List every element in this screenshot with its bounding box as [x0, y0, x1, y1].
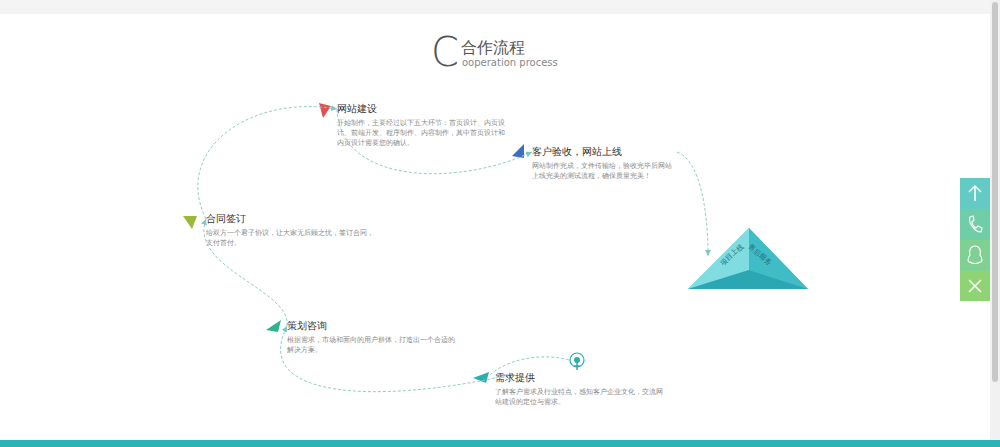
step-title: 合同签订	[206, 212, 378, 225]
pyramid-label: 项目上线	[718, 242, 745, 268]
subtitle: ooperation process	[462, 57, 558, 69]
touch-icon	[574, 360, 580, 370]
flag	[473, 372, 489, 383]
dashed-connector	[281, 326, 495, 392]
step-description: 根据需求，市场和面向的用户群体，打造出一个合适的解决方案。	[287, 335, 457, 355]
title-initial: C	[431, 30, 459, 74]
side-button	[960, 178, 990, 209]
step-node: 网站建设开始制作，主要经过以下五大环节：首页设计、内页设计、前端开发、程序制作、…	[337, 102, 505, 148]
pyramid-node: 项目上线售后服务	[688, 228, 808, 290]
bottom-bar	[0, 440, 1000, 447]
flag	[266, 320, 281, 332]
dashed-connector	[198, 107, 337, 219]
side-button	[960, 271, 990, 301]
title: 合作流程	[461, 38, 525, 58]
step-description: 网站制作完成，文件传输给，验收完毕后网站上线完美的测试流程，确保质量完美！	[532, 161, 677, 181]
flag	[183, 216, 197, 229]
step-title: 客户验收，网站上线	[532, 145, 677, 158]
scrollbar	[990, 0, 1000, 440]
dashed-connector	[337, 109, 532, 174]
step-node: 客户验收，网站上线网站制作完成，文件传输给，验收完毕后网站上线完美的测试流程，确…	[532, 145, 677, 181]
step-description: 给双方一个君子协议，让大家无后顾之忧，签订合同，支付首付。	[206, 228, 378, 248]
step-title: 网站建设	[337, 102, 505, 115]
phone-icon	[970, 216, 982, 232]
step-title: 策划咨询	[287, 319, 457, 332]
qq-icon	[968, 246, 982, 264]
up-icon	[969, 186, 981, 201]
pyramid-face	[688, 270, 808, 289]
top-strip	[0, 0, 1000, 14]
step-node: 需求提供了解客户需求及行业特点，感知客户企业文化，交流网站建设的定位与需求。	[495, 371, 663, 407]
side-button	[960, 240, 990, 271]
pyramid	[688, 228, 808, 289]
scroll-thumb	[992, 2, 998, 382]
step-description: 了解客户需求及行业特点，感知客户企业文化，交流网站建设的定位与需求。	[495, 387, 663, 407]
step-node: 策划咨询根据需求，市场和面向的用户群体，打造出一个合适的解决方案。	[287, 319, 457, 355]
flag	[319, 103, 331, 118]
close-icon	[969, 280, 981, 292]
step-description: 开始制作，主要经过以下五大环节：首页设计、内页设计、前端开发、程序制作、内容制作…	[337, 118, 505, 148]
step-title: 需求提供	[495, 371, 663, 384]
dashed-connector	[677, 152, 708, 256]
pyramid-label: 售后服务	[746, 242, 773, 268]
step-node: 合同签订给双方一个君子协议，让大家无后顾之忧，签订合同，支付首付。	[206, 212, 378, 248]
side-button	[960, 209, 990, 240]
